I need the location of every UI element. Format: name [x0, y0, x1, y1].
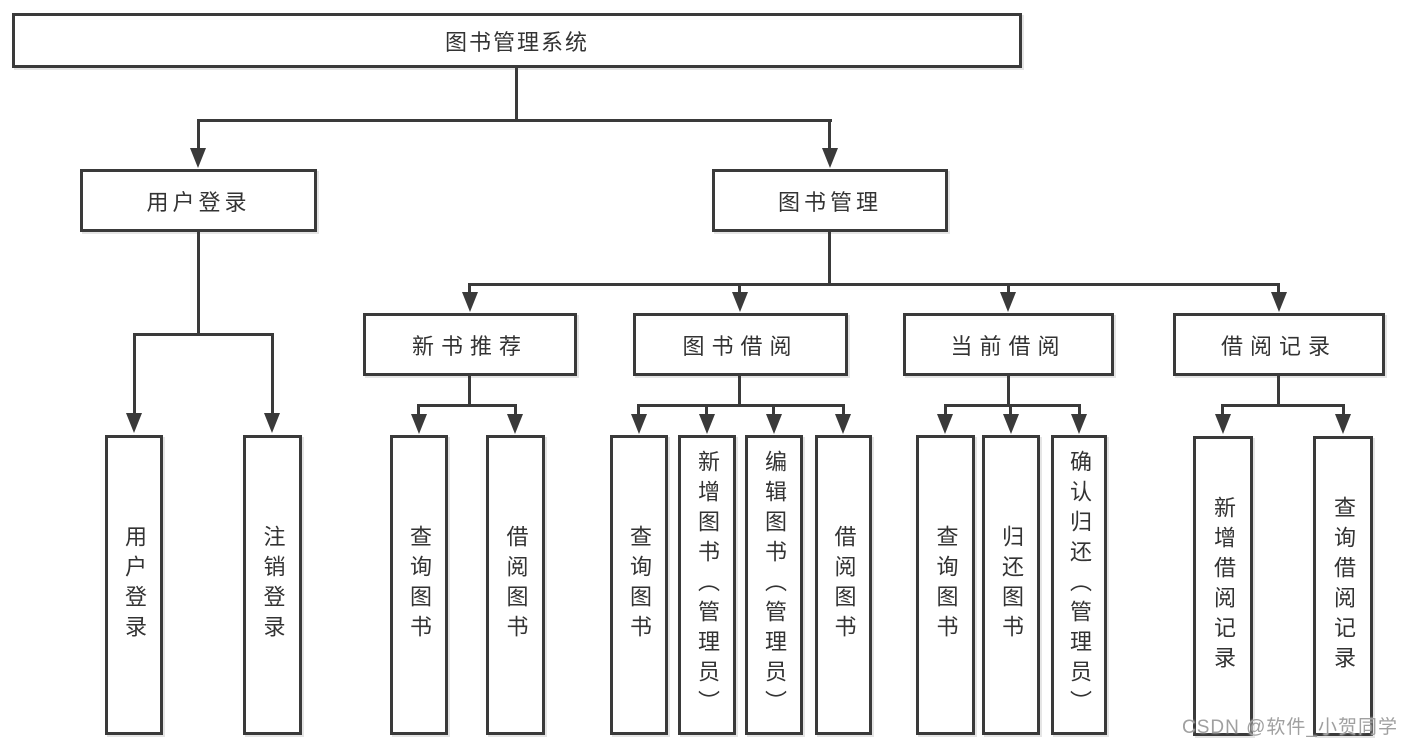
connector-hline — [417, 404, 517, 407]
connector-hline — [468, 283, 1280, 286]
node-library-management-system: 图书管理系统 — [12, 13, 1022, 68]
leaf-user-login-label: 用户登录 — [122, 525, 147, 645]
node-library-management-system-label: 图书管理系统 — [444, 29, 589, 55]
connector-vline — [1277, 376, 1280, 407]
connector-vline — [828, 232, 831, 285]
node-current-borrowing: 当前借阅 — [903, 313, 1114, 376]
leaf-confirm-return-admin: 确认归还（管理员） — [1051, 435, 1107, 735]
node-current-borrowing-label: 当前借阅 — [950, 333, 1067, 359]
connector-vline — [1342, 404, 1345, 415]
leaf-query-books-recommend-label: 查询图书 — [407, 525, 432, 645]
node-borrow-records-label: 借阅记录 — [1220, 333, 1337, 359]
connector-hline — [637, 404, 845, 407]
leaf-borrow-books-recommend: 借阅图书 — [486, 435, 545, 735]
leaf-query-borrow-record: 查询借阅记录 — [1313, 436, 1373, 736]
arrow-down-icon — [264, 413, 280, 433]
leaf-user-login: 用户登录 — [105, 435, 163, 735]
arrow-down-icon — [1000, 292, 1016, 312]
node-borrow-records: 借阅记录 — [1173, 313, 1385, 376]
arrow-down-icon — [1071, 414, 1087, 434]
leaf-query-books-borrowing: 查询图书 — [610, 435, 668, 735]
connector-vline — [842, 404, 845, 415]
arrow-down-icon — [937, 414, 953, 434]
connector-vline — [133, 333, 136, 413]
leaf-borrow-books-borrowing-label: 借阅图书 — [831, 525, 857, 645]
arrow-down-icon — [699, 414, 715, 434]
connector-vline — [1277, 283, 1280, 293]
connector-vline — [515, 68, 518, 120]
leaf-edit-books-admin: 编辑图书（管理员） — [745, 435, 803, 735]
connector-vline — [197, 232, 200, 335]
node-new-book-recommend-label: 新书推荐 — [411, 333, 528, 359]
watermark: CSDN @软件_小贺同学 — [1182, 717, 1398, 738]
leaf-query-borrow-record-label: 查询借阅记录 — [1331, 496, 1356, 676]
arrow-down-icon — [631, 414, 647, 434]
node-user-login-label: 用户登录 — [146, 189, 251, 215]
leaf-confirm-return-admin-label: 确认归还（管理员） — [1067, 450, 1092, 720]
leaf-return-books-label: 归还图书 — [999, 525, 1024, 645]
node-book-management: 图书管理 — [712, 169, 948, 232]
leaf-borrow-books-borrowing: 借阅图书 — [815, 435, 872, 735]
connector-vline — [705, 404, 708, 415]
connector-hline — [1221, 404, 1344, 407]
leaf-query-books-current: 查询图书 — [916, 435, 975, 735]
connector-vline — [197, 119, 200, 150]
arrow-down-icon — [190, 148, 206, 168]
connector-vline — [944, 404, 947, 415]
leaf-query-books-borrowing-label: 查询图书 — [627, 525, 652, 645]
connector-vline — [1078, 404, 1081, 415]
node-new-book-recommend: 新书推荐 — [363, 313, 577, 376]
leaf-return-books: 归还图书 — [982, 435, 1040, 735]
connector-vline — [1007, 376, 1010, 407]
arrow-down-icon — [1335, 414, 1351, 434]
node-book-borrowing-label: 图书借阅 — [682, 333, 799, 359]
arrow-down-icon — [766, 414, 782, 434]
arrow-down-icon — [1003, 414, 1019, 434]
arrow-down-icon — [507, 414, 523, 434]
connector-vline — [828, 119, 831, 150]
connector-hline — [133, 333, 274, 336]
leaf-query-books-current-label: 查询图书 — [933, 525, 959, 645]
node-user-login: 用户登录 — [80, 169, 317, 232]
connector-vline — [637, 404, 640, 415]
connector-vline — [1009, 404, 1012, 415]
leaf-logout-label: 注销登录 — [260, 525, 286, 645]
connector-vline — [417, 404, 420, 415]
leaf-borrow-books-recommend-label: 借阅图书 — [503, 525, 529, 645]
connector-vline — [468, 376, 471, 407]
arrow-down-icon — [822, 148, 838, 168]
arrow-down-icon — [126, 413, 142, 433]
connector-vline — [738, 283, 741, 293]
leaf-add-books-admin: 新增图书（管理员） — [678, 435, 736, 735]
node-book-management-label: 图书管理 — [777, 189, 882, 215]
connector-vline — [1007, 283, 1010, 293]
node-book-borrowing: 图书借阅 — [633, 313, 848, 376]
connector-vline — [1221, 404, 1224, 415]
connector-hline — [944, 404, 1081, 407]
connector-vline — [738, 376, 741, 407]
leaf-edit-books-admin-label: 编辑图书（管理员） — [762, 450, 787, 720]
connector-vline — [271, 333, 274, 413]
arrow-down-icon — [835, 414, 851, 434]
arrow-down-icon — [1215, 414, 1231, 434]
arrow-down-icon — [411, 414, 427, 434]
connector-hline — [197, 119, 832, 122]
arrow-down-icon — [732, 292, 748, 312]
arrow-down-icon — [462, 292, 478, 312]
connector-vline — [468, 283, 471, 293]
connector-vline — [772, 404, 775, 415]
leaf-add-borrow-record-label: 新增借阅记录 — [1211, 496, 1236, 676]
arrow-down-icon — [1271, 292, 1287, 312]
leaf-query-books-recommend: 查询图书 — [390, 435, 448, 735]
leaf-add-books-admin-label: 新增图书（管理员） — [695, 450, 720, 720]
leaf-add-borrow-record: 新增借阅记录 — [1193, 436, 1253, 736]
connector-vline — [514, 404, 517, 415]
leaf-logout: 注销登录 — [243, 435, 302, 735]
